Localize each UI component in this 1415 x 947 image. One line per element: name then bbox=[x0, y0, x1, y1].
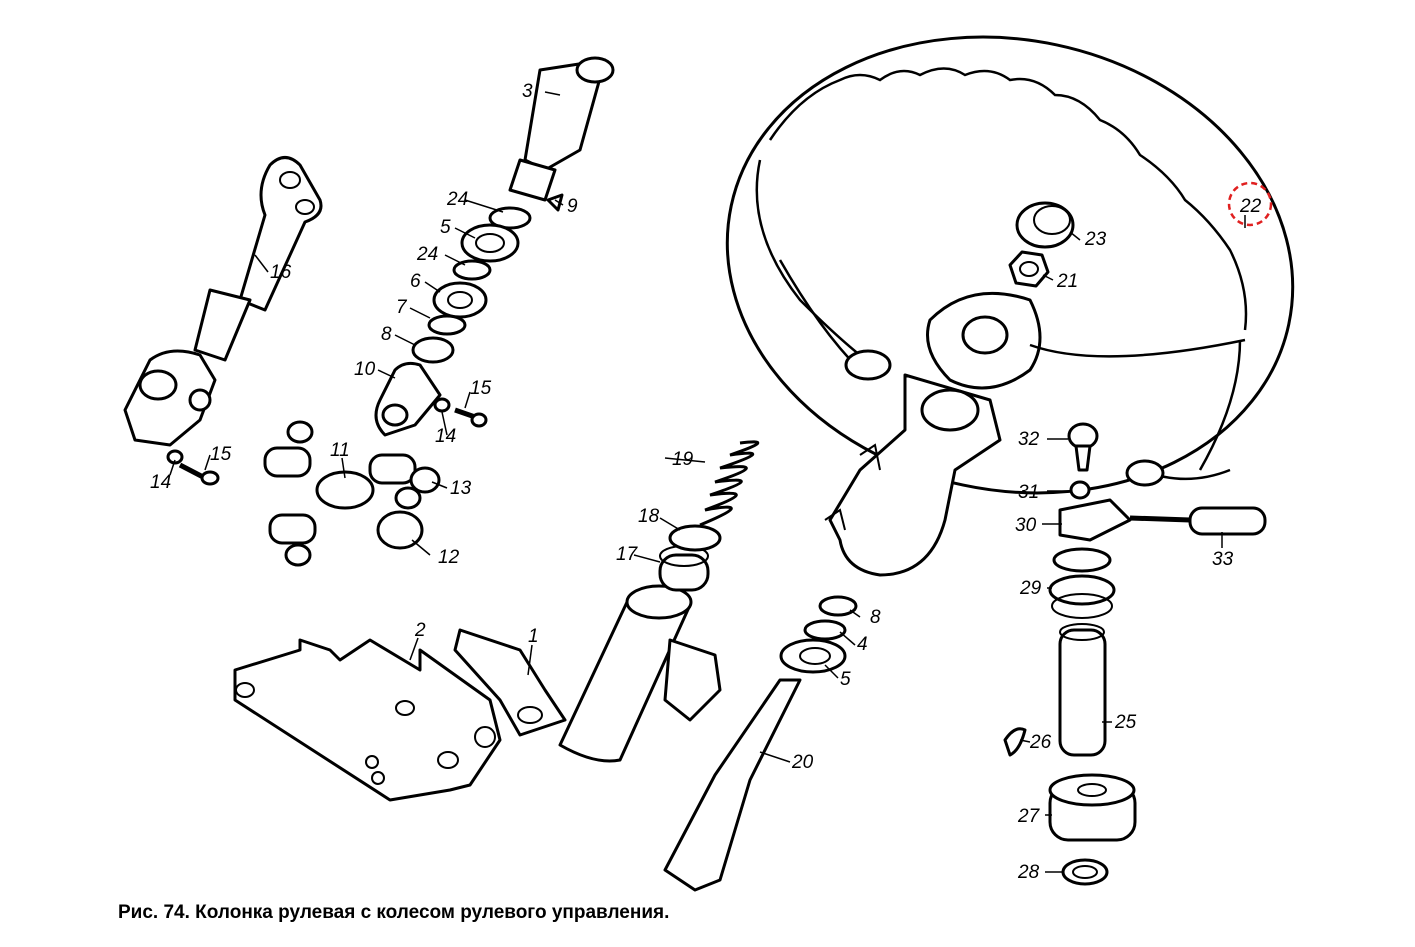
bolt-15b bbox=[166, 449, 220, 486]
label-18: 18 bbox=[638, 506, 660, 527]
label-24b: 24 bbox=[416, 244, 438, 265]
horn-button-23 bbox=[1015, 201, 1075, 249]
label-13: 13 bbox=[450, 478, 472, 499]
label-15b: 15 bbox=[210, 444, 232, 465]
label-4: 4 bbox=[857, 634, 868, 655]
label-2: 2 bbox=[414, 620, 426, 641]
shaft-20 bbox=[663, 595, 858, 892]
universal-shaft-16 bbox=[123, 156, 323, 447]
label-1: 1 bbox=[528, 626, 539, 647]
lever-30-33 bbox=[1058, 480, 1267, 542]
steering-wheel bbox=[725, 35, 1295, 495]
label-27: 27 bbox=[1017, 806, 1041, 827]
label-23: 23 bbox=[1084, 229, 1107, 250]
label-10: 10 bbox=[354, 359, 376, 380]
label-30: 30 bbox=[1015, 515, 1037, 536]
shaft-25 bbox=[1058, 623, 1107, 757]
label-11: 11 bbox=[330, 440, 350, 461]
label-14b: 14 bbox=[150, 472, 171, 493]
label-7: 7 bbox=[396, 297, 408, 318]
label-22: 22 bbox=[1239, 196, 1262, 217]
label-8a: 8 bbox=[381, 324, 392, 345]
hub-housing bbox=[824, 373, 1002, 577]
label-12: 12 bbox=[438, 547, 460, 568]
gear-27 bbox=[1048, 773, 1137, 842]
spline-shaft-3 bbox=[508, 56, 615, 202]
label-21: 21 bbox=[1056, 271, 1078, 292]
label-25: 25 bbox=[1114, 712, 1137, 733]
sleeve-17 bbox=[658, 545, 710, 592]
highlight-marker-22: 22 bbox=[1227, 181, 1273, 227]
label-17: 17 bbox=[616, 544, 639, 565]
ring-18 bbox=[668, 524, 722, 552]
label-15a: 15 bbox=[470, 378, 492, 399]
label-16: 16 bbox=[270, 262, 292, 283]
bolt-15a bbox=[433, 397, 488, 428]
label-29: 29 bbox=[1019, 578, 1042, 599]
label-33: 33 bbox=[1212, 549, 1234, 570]
label-8b: 8 bbox=[870, 607, 881, 628]
label-28: 28 bbox=[1017, 862, 1040, 883]
label-6: 6 bbox=[410, 271, 421, 292]
label-14a: 14 bbox=[435, 426, 456, 447]
bearing-stack bbox=[374, 193, 564, 437]
column-tube-1 bbox=[453, 584, 722, 763]
label-5a: 5 bbox=[440, 217, 451, 238]
label-24a: 24 bbox=[446, 189, 468, 210]
leader-lines bbox=[169, 91, 1246, 873]
label-19: 19 bbox=[672, 449, 694, 470]
figure-caption: Рис. 74. Колонка рулевая с колесом рулев… bbox=[118, 902, 670, 923]
label-32: 32 bbox=[1018, 429, 1040, 450]
screw-32 bbox=[1067, 422, 1099, 472]
bracket-2 bbox=[233, 638, 502, 802]
nut-21 bbox=[1008, 250, 1050, 288]
spring-19 bbox=[699, 440, 760, 527]
label-5b: 5 bbox=[840, 669, 851, 690]
label-31: 31 bbox=[1018, 482, 1039, 503]
key-26 bbox=[1003, 727, 1027, 757]
label-3: 3 bbox=[522, 81, 533, 102]
washer-28 bbox=[1061, 858, 1109, 886]
spring-29 bbox=[1048, 547, 1116, 619]
label-9: 9 bbox=[567, 196, 578, 217]
label-26: 26 bbox=[1029, 732, 1052, 753]
cross-11 bbox=[263, 420, 441, 567]
label-20: 20 bbox=[791, 752, 814, 773]
